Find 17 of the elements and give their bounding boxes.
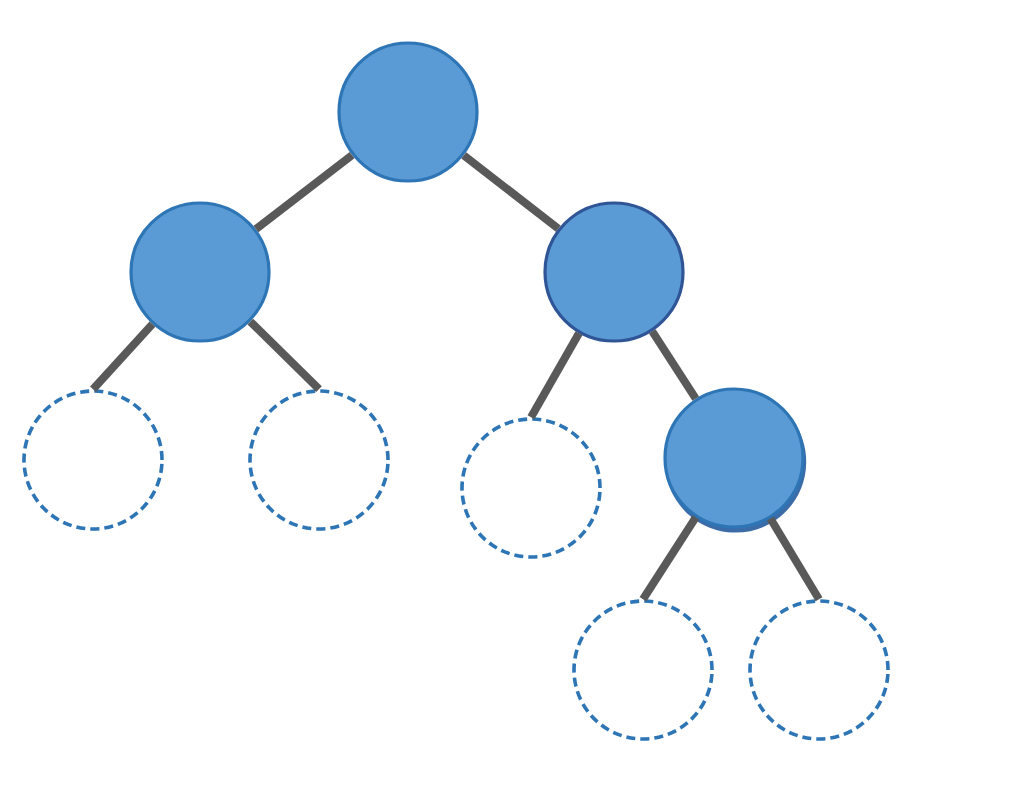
connector-line	[90, 321, 156, 392]
tree-node	[129, 201, 271, 343]
tree-node	[337, 41, 479, 183]
dashed-circle	[22, 389, 164, 531]
tree-node	[543, 201, 685, 343]
connector-line	[648, 329, 700, 401]
connector-line	[767, 516, 823, 602]
connector-line	[247, 318, 322, 393]
dashed-circle	[248, 389, 390, 531]
dashed-circle	[460, 417, 602, 559]
connector-line	[253, 151, 355, 233]
connector-line	[461, 152, 561, 232]
connector-line	[639, 515, 700, 602]
dashed-circle	[748, 599, 890, 741]
connector-line	[527, 331, 583, 420]
tree-node	[663, 387, 807, 533]
dashed-circle	[572, 599, 714, 741]
